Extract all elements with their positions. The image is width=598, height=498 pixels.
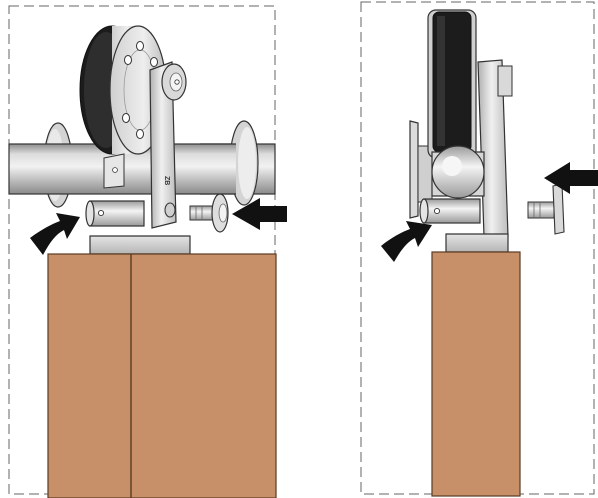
front-view-panel: ZB: [8, 5, 287, 498]
side-view-panel: [360, 1, 598, 497]
side-spacer-cylinder: [419, 198, 481, 224]
side-roller-wheel: [427, 9, 477, 159]
arrow-icon: [232, 198, 287, 230]
side-bolt-washer: [527, 183, 565, 235]
side-rail-section: [431, 145, 485, 199]
arrow-icon: [30, 213, 80, 255]
front-hanging-strap: ZB: [149, 61, 187, 229]
front-spacer-cylinder: [85, 200, 145, 227]
strap-stamp-text: ZB: [163, 176, 170, 185]
front-mounting-plate: [89, 235, 191, 255]
front-door-panel: [47, 253, 277, 498]
side-anti-jump-plate: [409, 120, 419, 219]
side-door-edge: [431, 251, 521, 497]
side-mounting-plate: [445, 233, 509, 253]
arrow-icon: [381, 221, 432, 262]
arrow-icon: [544, 162, 598, 194]
front-bolt-washer: [189, 193, 229, 233]
